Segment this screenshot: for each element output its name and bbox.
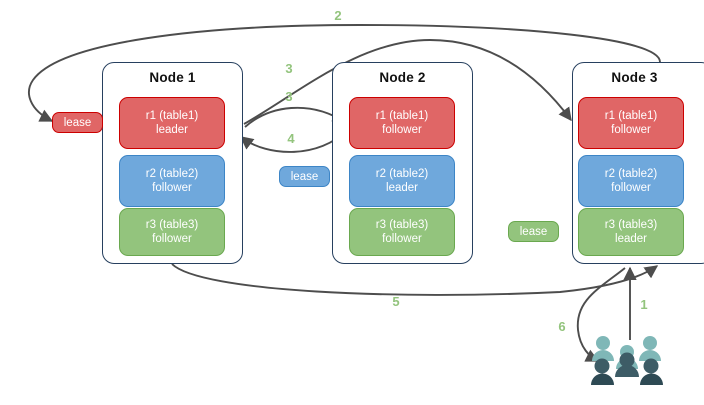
replica-role: follower [382,233,422,245]
edge-label-5: 5 [392,294,400,309]
replica-name: r1 (table1) [604,109,658,122]
replica-name: r3 (table3) [375,218,429,231]
replica-role: follower [382,124,422,136]
replica-name: r2 (table2) [604,167,658,180]
replica-n3r2[interactable]: r2 (table2) follower [578,155,684,207]
replica-name: r1 (table1) [375,109,429,122]
replica-name: r3 (table3) [145,218,199,231]
edge-3b-path [244,106,347,128]
replica-n1r1[interactable]: r1 (table1) leader [119,97,225,149]
replica-role: follower [611,182,651,194]
replica-role: leader [156,124,188,136]
edge-label-4: 4 [287,131,295,146]
people-icon [591,336,663,385]
node-title-node3: Node 3 [611,70,658,85]
edge-label-3b: 3 [285,89,293,104]
replica-name: r1 (table1) [145,109,199,122]
replica-role: follower [152,182,192,194]
edge-label-1: 1 [640,297,648,312]
replica-n3r1[interactable]: r1 (table1) follower [578,97,684,149]
edge-label-2: 2 [334,8,342,23]
replica-role: follower [152,233,192,245]
edge-label-3a: 3 [285,61,293,76]
edge-5-path [171,263,659,296]
replica-n2r1[interactable]: r1 (table1) follower [349,97,455,149]
replica-n2r2[interactable]: r2 (table2) leader [349,155,455,207]
node-title-node2: Node 2 [379,70,426,85]
replica-name: r2 (table2) [145,167,199,180]
replica-name: r2 (table2) [375,167,429,180]
replica-name: r3 (table3) [604,218,658,231]
replica-role: follower [611,124,651,136]
lease-badge-r3[interactable]: lease [508,221,559,242]
replica-role: leader [615,233,647,245]
replica-n2r3[interactable]: r3 (table3) follower [349,208,455,256]
replica-n3r3[interactable]: r3 (table3) leader [578,208,684,256]
edge-label-6: 6 [558,319,566,334]
replica-n1r3[interactable]: r3 (table3) follower [119,208,225,256]
lease-badge-r2[interactable]: lease [279,166,330,187]
lease-badge-r1[interactable]: lease [52,112,103,133]
replica-n1r2[interactable]: r2 (table2) follower [119,155,225,207]
replica-role: leader [386,182,418,194]
node-title-node1: Node 1 [149,70,196,85]
